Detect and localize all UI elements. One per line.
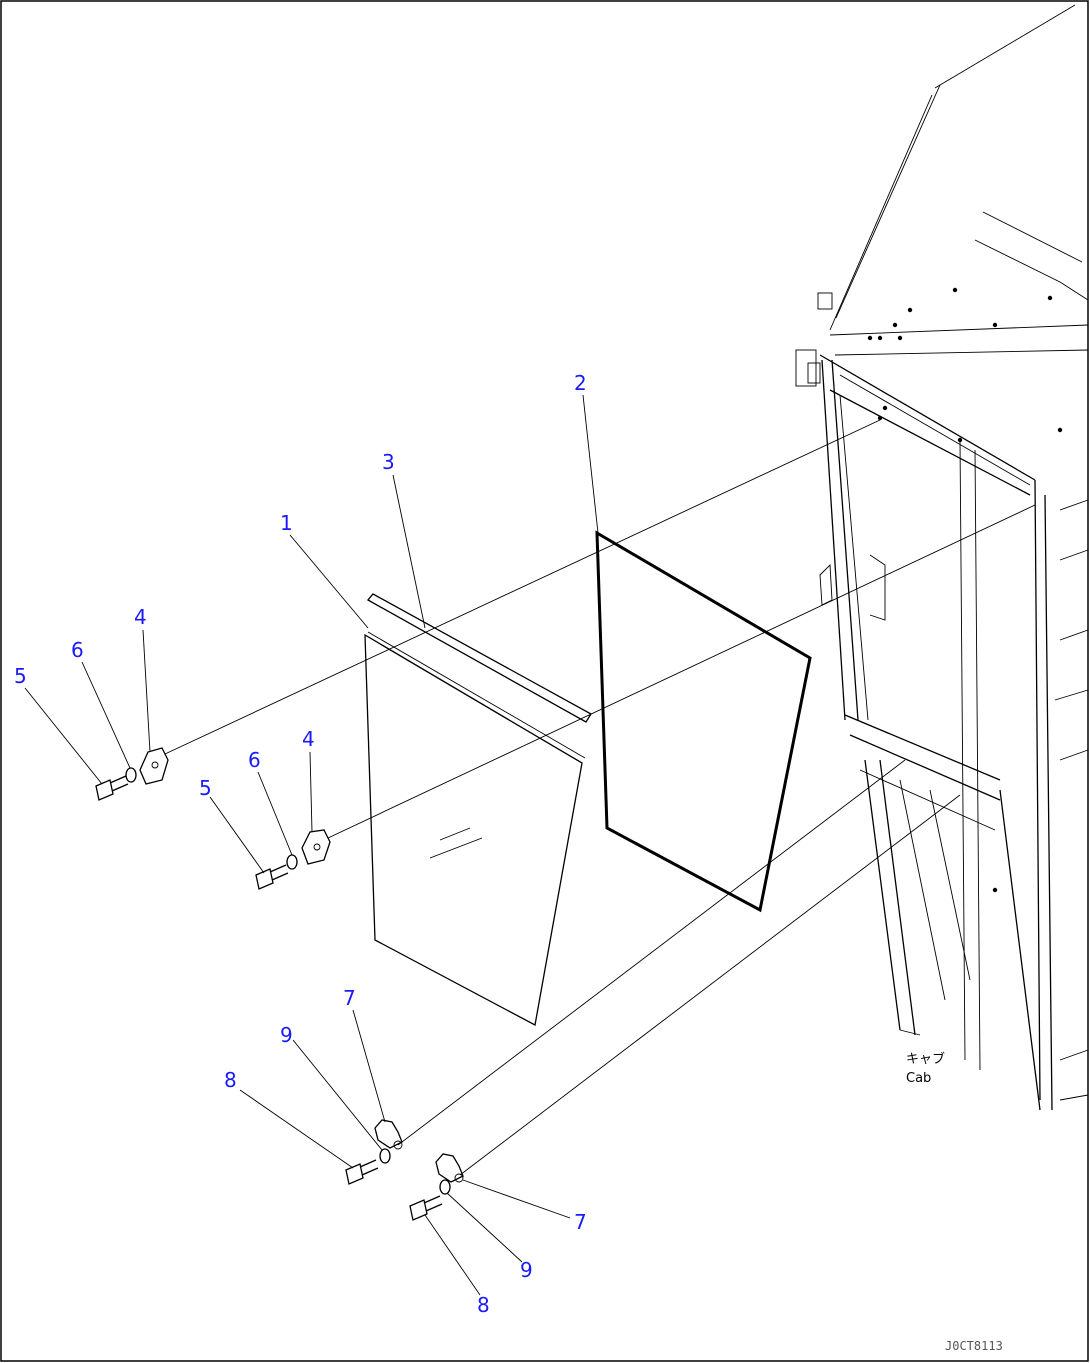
clip-lower-left bbox=[374, 1119, 403, 1150]
callout-5-middle: 5 bbox=[199, 776, 212, 800]
bolt-middle bbox=[255, 864, 289, 890]
washer-lower-left bbox=[379, 1148, 391, 1164]
callout-3: 3 bbox=[382, 450, 395, 474]
figure-id: J0CT8113 bbox=[945, 1339, 1003, 1353]
callout-2: 2 bbox=[574, 371, 587, 395]
bolt-upper bbox=[95, 775, 129, 801]
callout-4-middle: 4 bbox=[302, 727, 315, 751]
callout-7-left: 7 bbox=[343, 986, 356, 1010]
clip-lower-right bbox=[435, 1153, 464, 1183]
seal-frame bbox=[595, 530, 812, 913]
cab-label-en: Cab bbox=[906, 1071, 931, 1086]
bracket-upper bbox=[139, 747, 169, 785]
callout-6-upper: 6 bbox=[71, 638, 84, 662]
cab-structure bbox=[795, 4, 1089, 1111]
callout-9-right: 9 bbox=[520, 1258, 533, 1282]
glass-pane bbox=[364, 631, 586, 1026]
callout-7-right: 7 bbox=[574, 1210, 587, 1234]
bolt-lower-right bbox=[409, 1195, 443, 1221]
callout-6-middle: 6 bbox=[248, 748, 261, 772]
washer-upper bbox=[125, 767, 137, 783]
callout-1: 1 bbox=[280, 511, 293, 535]
assembly-lines bbox=[164, 419, 1036, 1176]
washer-middle bbox=[286, 854, 298, 870]
cab-label-jp: キャブ bbox=[906, 1051, 945, 1067]
bolt-lower-left bbox=[345, 1159, 379, 1185]
callout-8-right: 8 bbox=[477, 1293, 490, 1317]
callout-4-upper: 4 bbox=[134, 605, 147, 629]
washer-lower-right bbox=[439, 1179, 451, 1195]
callout-9-left: 9 bbox=[280, 1023, 293, 1047]
callout-8-left: 8 bbox=[224, 1068, 237, 1092]
leader-lines bbox=[24, 394, 599, 1296]
callout-5-upper: 5 bbox=[14, 664, 27, 688]
bracket-middle bbox=[301, 829, 331, 865]
